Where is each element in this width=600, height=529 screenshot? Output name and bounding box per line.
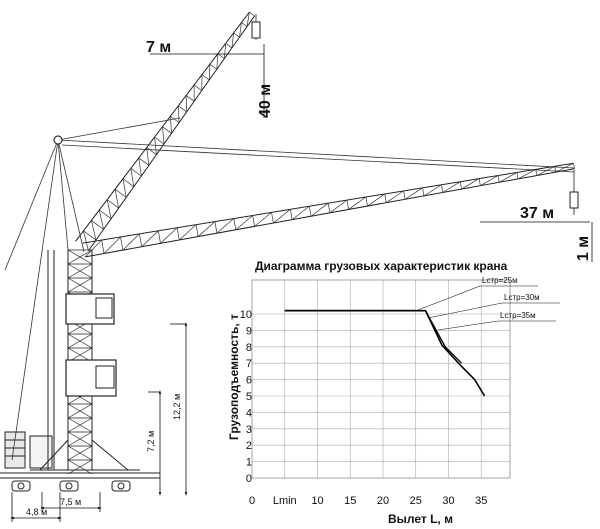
dim-top-height: 40 м [257, 84, 274, 118]
crane-stays [4, 117, 575, 461]
x-tick-label: 20 [377, 495, 389, 507]
hook-block-top [251, 14, 261, 40]
legend-entry: Lстр=25м [482, 276, 518, 285]
main-boom [75, 11, 255, 252]
dim-track-width: 4,8 м [26, 507, 47, 517]
y-tick-label: 7 [246, 358, 252, 370]
legend-entry: Lстр=30м [504, 293, 540, 302]
dim-top-reach: 7 м [146, 39, 171, 56]
chart-ylabel: Грузоподъемность, т [227, 314, 241, 440]
x-tick-label: 0 [249, 495, 255, 507]
x-tick-label: 35 [475, 495, 487, 507]
x-tick-label: Lmin [273, 495, 297, 507]
jib-boom [82, 162, 575, 258]
chart-series [284, 309, 486, 397]
y-tick-label: 0 [246, 473, 252, 485]
chart-xlabel: Вылет L, м [388, 512, 453, 526]
chart-grid [251, 279, 511, 479]
chart-title: Диаграмма грузовых характеристик крана [255, 259, 508, 273]
y-tick-label: 4 [246, 407, 252, 419]
x-tick-label: 15 [344, 495, 356, 507]
y-tick-label: 6 [246, 375, 252, 387]
series-line [284, 309, 486, 397]
y-tick-label: 1 [246, 457, 252, 469]
dim-jib-reach: 37 м [520, 205, 554, 222]
dim-tower-height: 12,2 м [172, 394, 182, 420]
y-tick-label: 8 [246, 342, 252, 354]
crane-base [0, 431, 160, 492]
dim-base-width: 7,5 м [60, 497, 81, 507]
hook-block-jib [569, 170, 579, 215]
y-tick-label: 3 [246, 424, 252, 436]
x-tick-label: 30 [442, 495, 454, 507]
dim-cab-height: 7,2 м [146, 431, 156, 452]
y-tick-label: 9 [246, 325, 252, 337]
x-tick-label: 10 [311, 495, 323, 507]
x-tick-label: 25 [410, 495, 422, 507]
crane-tower [30, 249, 140, 475]
legend-entry: Lстр=35м [500, 311, 536, 320]
dim-jib-height: 21 м [575, 236, 592, 270]
y-tick-label: 10 [240, 309, 252, 321]
y-tick-label: 2 [246, 440, 252, 452]
y-tick-label: 5 [246, 391, 252, 403]
